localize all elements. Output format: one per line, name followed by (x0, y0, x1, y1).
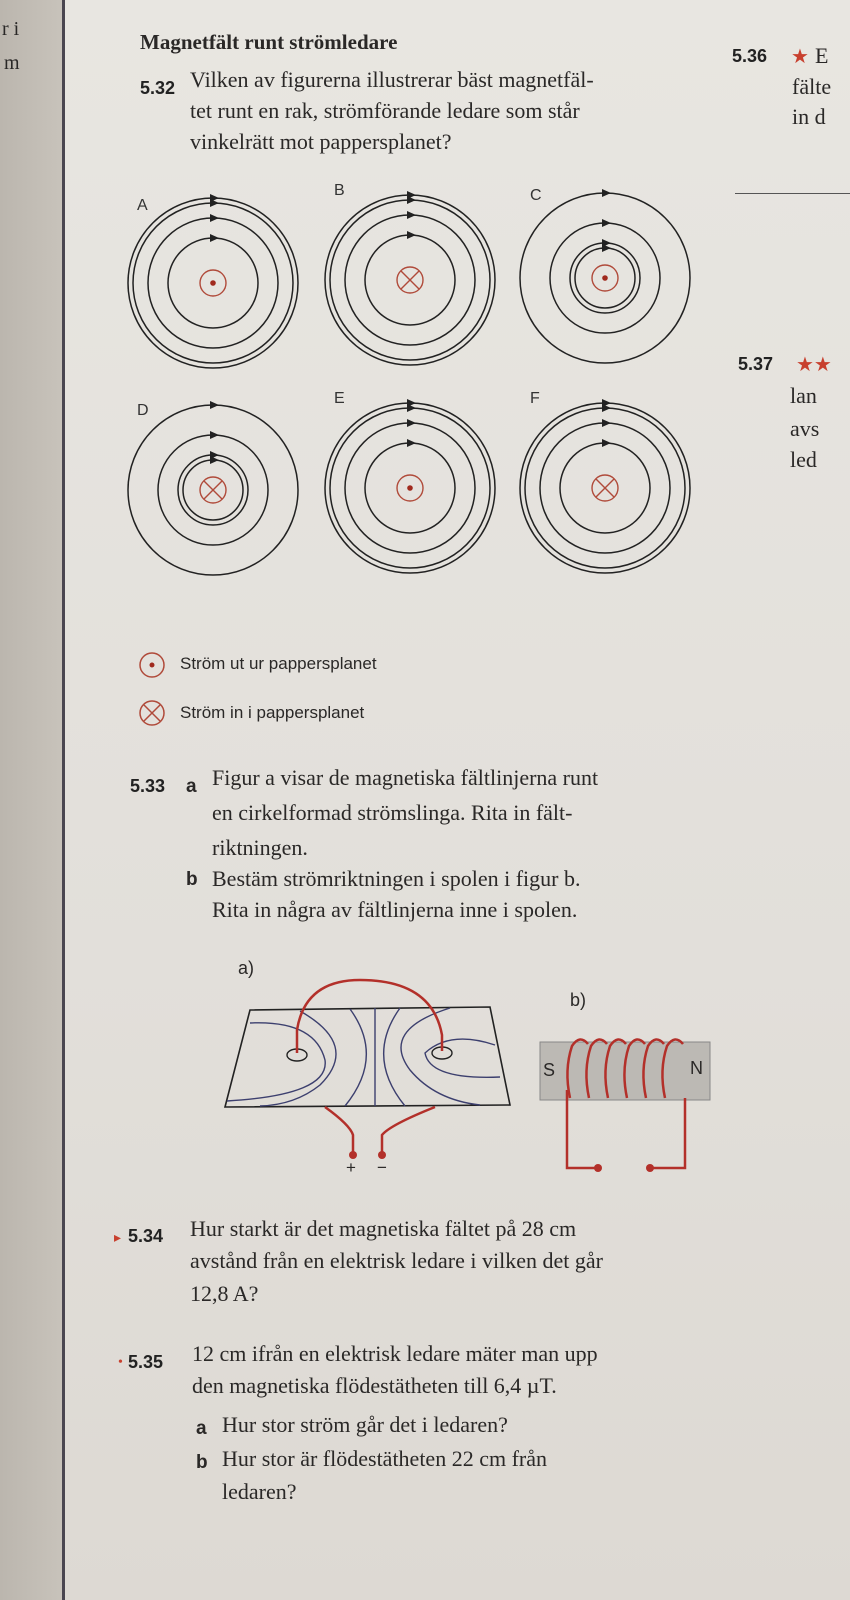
arrow-icon (602, 439, 611, 447)
arrow-icon (602, 399, 611, 407)
arrow-icon (407, 419, 416, 427)
q532-line: vinkelrätt mot pappersplanet? (190, 129, 452, 154)
current-in-icon (199, 476, 227, 504)
facing-page-margin (0, 0, 64, 1600)
q532-line: tet runt en rak, strömförande ledare som… (190, 98, 580, 123)
current-in-icon (591, 474, 619, 502)
arrow-icon (210, 401, 219, 409)
figure-label: D (137, 402, 149, 419)
arrow-icon (210, 431, 219, 439)
question-number-5-35: 5.35 (128, 1352, 164, 1372)
page-gutter (62, 0, 65, 1600)
legend-symbols (139, 652, 165, 726)
coil-turn (604, 1038, 627, 1099)
q534-line: Hur starkt är det magnetiska fältet på 2… (190, 1216, 577, 1241)
figure-a-label: a) (238, 958, 255, 978)
figure-f: F (519, 390, 691, 574)
arrow-icon (602, 239, 611, 247)
figure-label: F (530, 390, 540, 407)
book-page (65, 0, 850, 1600)
figure-label: B (334, 182, 345, 199)
q533a-line: en cirkelformad strömslinga. Rita in fäl… (212, 800, 573, 825)
q532-line: Vilken av figurerna illustrerar bäst mag… (190, 67, 594, 92)
subquestion-marker-b: b (196, 1452, 208, 1473)
question-number-5-36: 5.36 (732, 46, 768, 66)
current-in-icon (139, 700, 165, 726)
arrow-icon (407, 399, 416, 407)
arrow-icon (602, 419, 611, 427)
subquestion-marker-a: a (186, 776, 197, 797)
difficulty-stars-icon: ★★ (796, 354, 832, 376)
margin-fragment: m (4, 52, 20, 74)
arrow-icon (407, 439, 416, 447)
q534-line: avstånd från en elektrisk ledare i vilke… (190, 1248, 603, 1273)
coil-turn (585, 1038, 608, 1099)
arrow-icon (407, 231, 416, 239)
question-number-5-32: 5.32 (140, 78, 176, 98)
current-in-icon (396, 266, 424, 294)
coil-turn (642, 1038, 665, 1099)
legend-text-out: Ström ut ur pappersplanet (180, 654, 377, 673)
current-out-icon (139, 652, 165, 678)
figure-label: A (137, 197, 148, 214)
section-divider (735, 193, 850, 194)
arrow-icon (602, 219, 611, 227)
figure-label: E (334, 390, 345, 407)
plus-terminal-label: + (346, 1158, 356, 1177)
subquestion-marker-b: b (186, 869, 198, 890)
arrow-icon (210, 234, 219, 242)
margin-fragment: r i (2, 18, 20, 40)
figure-e: E (324, 390, 496, 574)
current-loop-figure (223, 978, 511, 1159)
current-out-icon (591, 264, 619, 292)
minus-terminal-label: − (377, 1158, 387, 1177)
figure-label: C (530, 187, 542, 204)
coil-turn (623, 1038, 646, 1099)
q533a-line: Figur a visar de magnetiska fältlinjerna… (212, 765, 599, 790)
arrow-icon (210, 451, 219, 459)
question-number-5-33: 5.33 (130, 776, 166, 796)
difficulty-star-icon: ★ (791, 46, 809, 68)
q537-line: avs (790, 416, 820, 441)
q535a-line: Hur stor ström går det i ledaren? (222, 1412, 508, 1437)
q536-line: fälte (792, 74, 832, 99)
bullet-icon: • (118, 1355, 123, 1370)
question-number-5-34: 5.34 (128, 1226, 164, 1246)
north-pole-label: N (690, 1058, 703, 1078)
bullet-icon: ▸ (114, 1231, 122, 1246)
q537-line: lan (790, 383, 817, 408)
q535-line: den magnetiska flödestätheten till 6,4 µ… (192, 1373, 557, 1398)
south-pole-label: S (543, 1060, 556, 1080)
arrow-icon (210, 194, 219, 202)
q534-line: 12,8 A? (190, 1281, 259, 1306)
current-out-icon (199, 269, 227, 297)
arrow-icon (407, 191, 416, 199)
q533a-line: riktningen. (212, 835, 308, 860)
arrow-icon (407, 211, 416, 219)
figure-d: D (127, 401, 299, 576)
q535-line: 12 cm ifrån en elektrisk ledare mäter ma… (192, 1341, 598, 1366)
q533b-line: Rita in några av fältlinjerna inne i spo… (212, 897, 578, 922)
figure-b-label: b) (570, 990, 587, 1010)
arrow-icon (602, 189, 611, 197)
q533b-line: Bestäm strömriktningen i spolen i figur … (212, 866, 581, 891)
q536-line: in d (792, 104, 826, 129)
q537-line: led (790, 447, 817, 472)
figure-b: B (324, 182, 496, 366)
current-out-icon (396, 474, 424, 502)
question-number-5-37: 5.37 (738, 354, 774, 374)
legend-text-in: Ström in i pappersplanet (180, 703, 365, 722)
figure-c: C (519, 187, 691, 364)
section-title: Magnetfält runt strömledare (140, 30, 398, 54)
q536-line: E (815, 43, 829, 68)
coil-turn (661, 1038, 684, 1099)
coil-figure (539, 1038, 711, 1172)
field-line-figures: A B C D E F (127, 182, 691, 576)
q535b-line: Hur stor är flödestätheten 22 cm från (222, 1446, 547, 1471)
arrow-icon (210, 214, 219, 222)
subquestion-marker-a: a (196, 1418, 207, 1439)
figure-a: A (127, 194, 299, 369)
coil-turn (566, 1038, 589, 1099)
q535b-line: ledaren? (222, 1479, 297, 1504)
